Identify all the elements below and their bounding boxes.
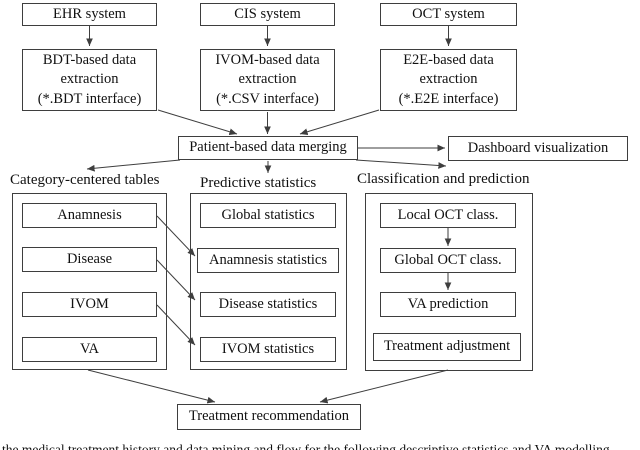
arrow-e2e-to-merge [299, 109, 380, 136]
arrow-merge-to-classification [355, 159, 447, 169]
arrow-merge-to-categories [86, 159, 181, 172]
va-box: VA [22, 337, 157, 362]
treatment-recommendation-box: Treatment recommendation [177, 404, 361, 430]
local-oct-class-box: Local OCT class. [380, 203, 516, 228]
e2e-extraction-box: E2E-based data extraction (*.E2E interfa… [380, 49, 517, 111]
treatment-adjustment-box: Treatment adjustment [373, 333, 521, 361]
anamnesis-box: Anamnesis [22, 203, 157, 228]
category-tables-title: Category-centered tables [10, 172, 160, 188]
classification-container [365, 193, 533, 371]
ivom-statistics-box: IVOM statistics [200, 337, 336, 362]
dashboard-visualization-box: Dashboard visualization [448, 136, 628, 161]
ivom-extraction-box: IVOM-based data extraction (*.CSV interf… [200, 49, 335, 111]
arrow-bdt-to-merge [157, 109, 238, 136]
predictive-statistics-title: Predictive statistics [200, 175, 317, 191]
arrow-categories-to-recommendation [87, 369, 216, 404]
ehr-system-box: EHR system [22, 3, 157, 26]
oct-system-box: OCT system [380, 3, 517, 26]
disease-statistics-box: Disease statistics [200, 292, 336, 317]
ivom-box: IVOM [22, 292, 157, 317]
disease-box: Disease [22, 247, 157, 272]
cis-system-box: CIS system [200, 3, 335, 26]
classification-title: Classification and prediction [357, 171, 530, 187]
global-statistics-box: Global statistics [200, 203, 336, 228]
caption-text: the medical treatment history and data m… [2, 442, 610, 450]
va-prediction-box: VA prediction [380, 292, 516, 317]
global-oct-class-box: Global OCT class. [380, 248, 516, 273]
data-merging-box: Patient-based data merging [178, 136, 358, 160]
anamnesis-statistics-box: Anamnesis statistics [197, 248, 339, 273]
arrow-classification-to-recommendation [319, 369, 449, 404]
bdt-extraction-box: BDT-based data extraction (*.BDT interfa… [22, 49, 157, 111]
